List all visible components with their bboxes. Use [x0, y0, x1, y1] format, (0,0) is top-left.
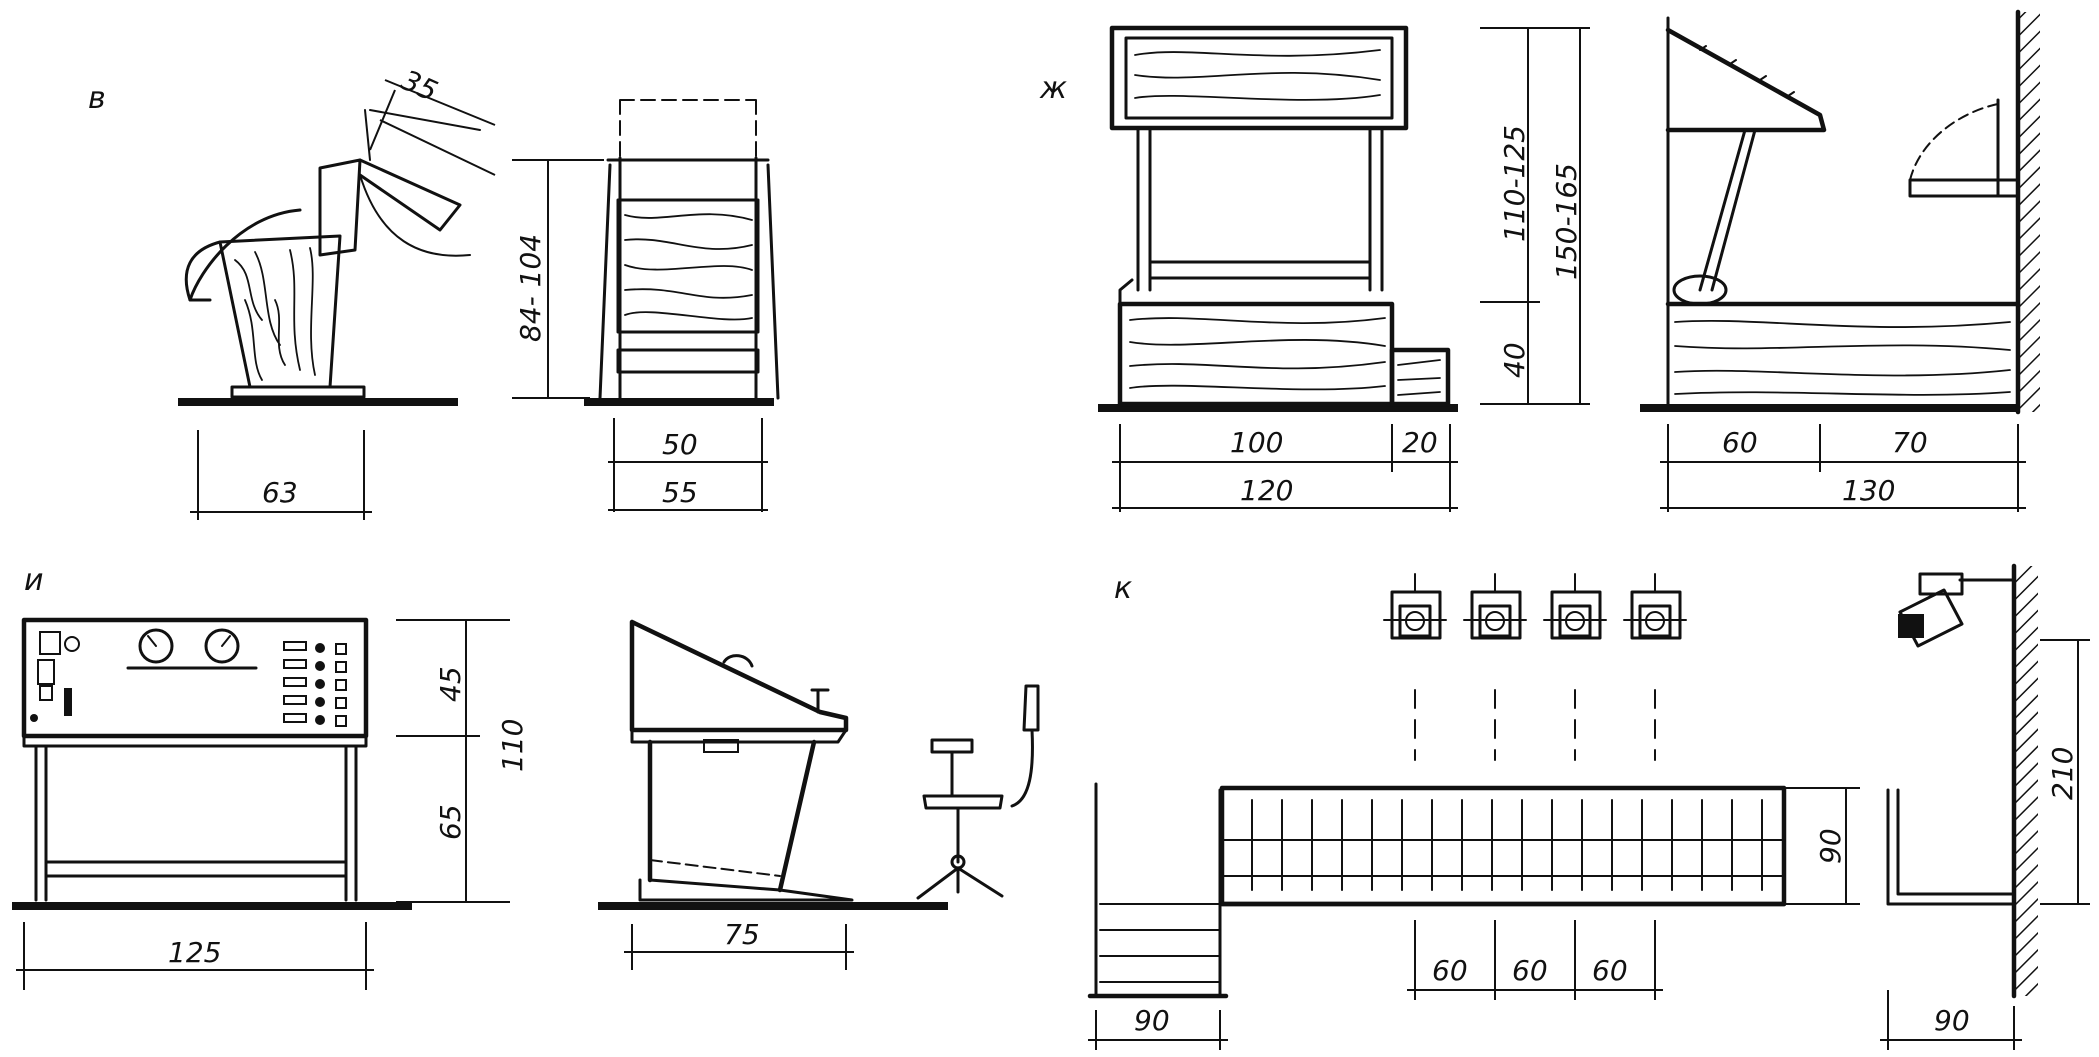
dim-zh-height-base: 40 — [1498, 342, 1531, 378]
dim-line-k-platform — [1784, 787, 1860, 905]
dim-i-top: 45 — [434, 666, 467, 702]
dim-k-spacing-2: 60 — [1512, 954, 1548, 987]
dim-i-depth: 75 — [724, 918, 760, 951]
dim-k-spacing-3: 60 — [1592, 954, 1628, 987]
dim-line-v-height — [512, 159, 604, 399]
dim-line-zh-side — [1660, 424, 2026, 512]
dim-zh-front-step: 20 — [1402, 426, 1438, 459]
figure-i-console-side — [598, 619, 1040, 910]
dim-v-width-side: 63 — [262, 476, 298, 509]
dim-i-total: 110 — [496, 719, 529, 772]
dim-zh-height-top: 110-125 — [1498, 125, 1531, 242]
dim-line-i-heights — [396, 619, 510, 903]
dim-v-total: 55 — [662, 476, 698, 509]
figure-k-studio — [1087, 563, 2038, 999]
dim-v-height: 84- 104 — [514, 234, 547, 342]
dim-k-wall-height: 210 — [2046, 747, 2079, 800]
figure-zh-side — [1640, 9, 2040, 415]
dim-zh-front-main: 100 — [1230, 426, 1283, 459]
dim-i-width: 125 — [168, 936, 221, 969]
label-zh: ж — [1039, 71, 1067, 106]
ceiling-lights — [1383, 573, 1687, 640]
dim-i-bottom: 65 — [434, 804, 467, 840]
dim-line-k-side — [1880, 990, 2022, 1050]
dim-k-side-width: 90 — [1934, 1004, 1970, 1037]
figure-i-console-front — [12, 617, 412, 910]
label-v: в — [88, 81, 106, 116]
dim-k-step-width: 90 — [1134, 1004, 1170, 1037]
dim-zh-side-a: 60 — [1722, 426, 1758, 459]
label-k: к — [1114, 571, 1132, 606]
dim-k-height: 90 — [1814, 828, 1847, 864]
dim-k-spacing-1: 60 — [1432, 954, 1468, 987]
figure-zh-front — [1098, 25, 1458, 412]
dim-zh-height-total: 150-165 — [1550, 163, 1583, 280]
dim-line-v-50-55 — [608, 418, 768, 512]
dim-zh-side-total: 130 — [1842, 474, 1895, 507]
dim-line-zh-heights — [1480, 27, 1590, 405]
dim-line-zh-front — [1112, 424, 1458, 512]
dim-line-k-steps — [1088, 1010, 1228, 1050]
dim-line-i-width — [16, 922, 374, 990]
dim-zh-side-b: 70 — [1892, 426, 1928, 459]
dim-line-k-wall — [2040, 639, 2090, 905]
dim-line-v-63 — [190, 430, 372, 520]
dim-zh-front-total: 120 — [1240, 474, 1293, 507]
dim-line-k-spacing — [1407, 920, 1663, 1000]
label-i: и — [24, 563, 44, 598]
figure-v-chair-side — [178, 79, 496, 406]
figure-v-chair-front — [584, 99, 780, 406]
dim-line-i-depth — [624, 924, 854, 970]
dim-v-seat: 50 — [662, 428, 698, 461]
